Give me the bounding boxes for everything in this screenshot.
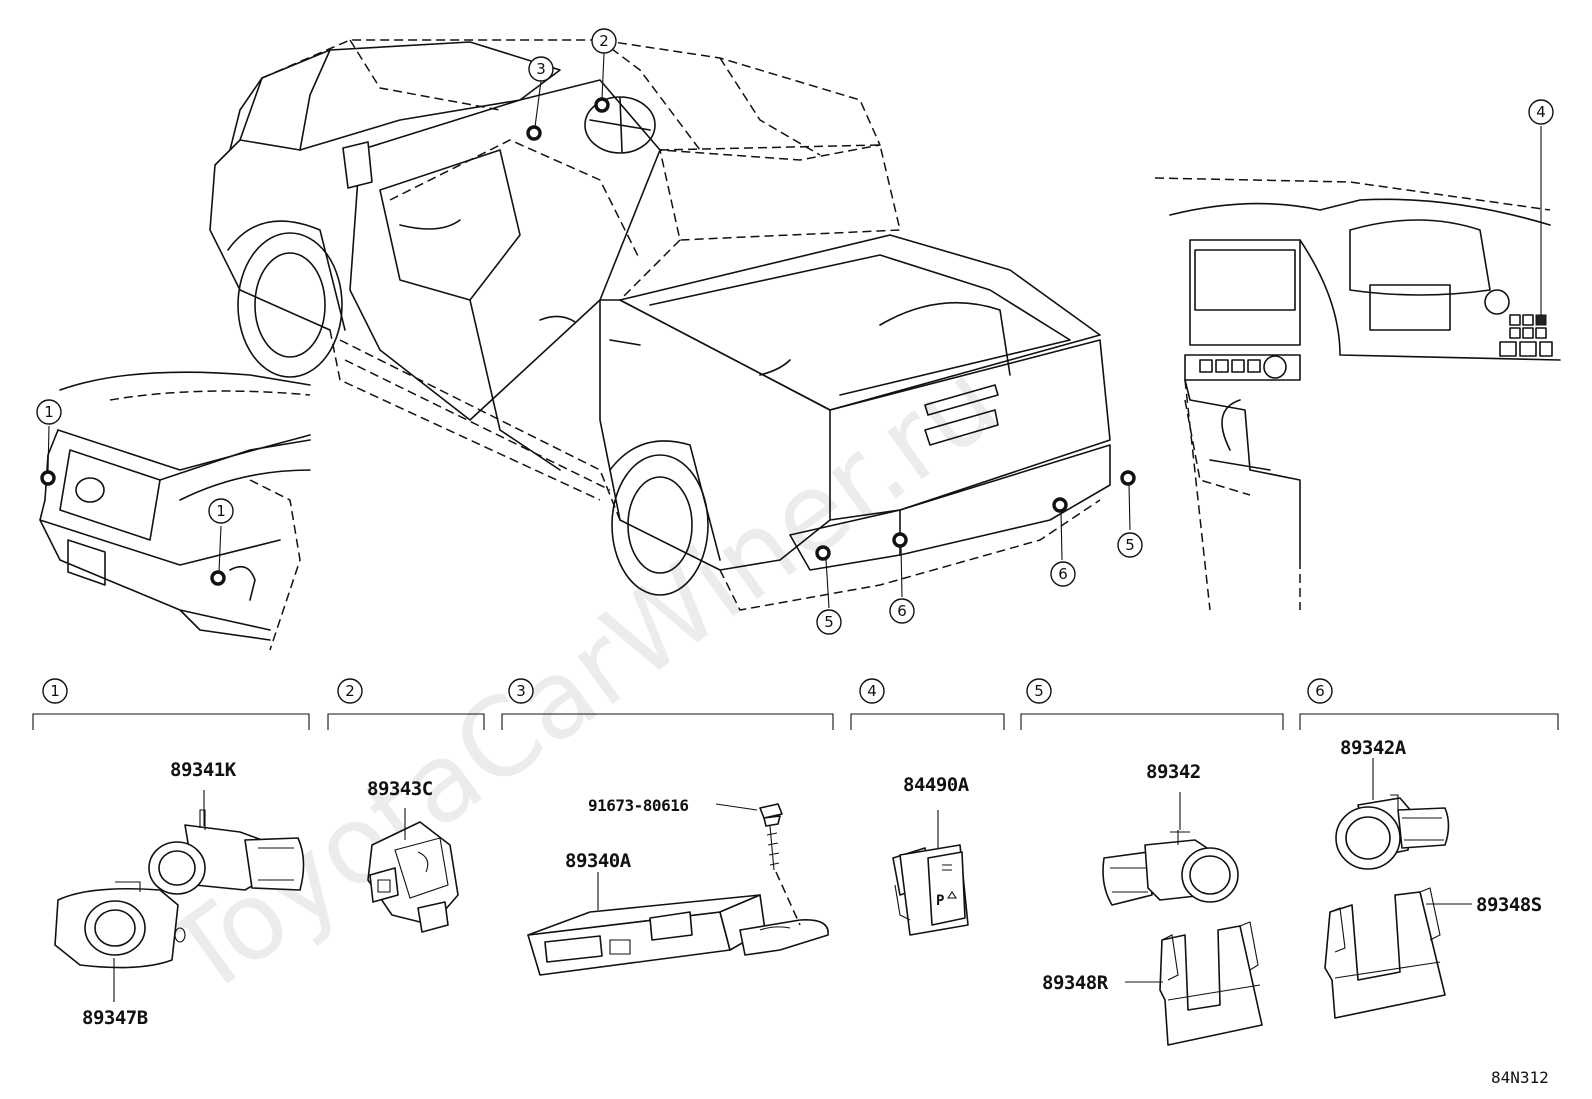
svg-text:4: 4 xyxy=(867,682,877,700)
svg-text:P: P xyxy=(936,893,944,909)
location-callout-4: 4 xyxy=(1528,99,1554,125)
part-89342-sensor xyxy=(1102,792,1239,906)
part-89347B-bezel xyxy=(54,881,186,1002)
location-callout-1b: 1 xyxy=(208,498,234,524)
location-callout-1a: 1 xyxy=(36,399,62,425)
part-84490A-switch: P xyxy=(892,810,969,936)
group-2-number: 2 xyxy=(337,678,363,704)
svg-text:6: 6 xyxy=(897,602,907,620)
label-89343C: 89343C xyxy=(367,778,433,800)
part-89342A-sensor xyxy=(1335,758,1450,870)
svg-text:3: 3 xyxy=(516,682,526,700)
part-89348R-bracket xyxy=(1125,921,1263,1046)
group-headers: 1 2 3 4 5 6 xyxy=(32,678,1559,730)
label-89348S: 89348S xyxy=(1476,894,1542,916)
group-4-bracket xyxy=(850,713,1005,730)
group-3-number: 3 xyxy=(508,678,534,704)
part-91673-80616-bolt xyxy=(715,803,801,926)
location-callout-2: 2 xyxy=(591,28,617,54)
svg-text:4: 4 xyxy=(1536,103,1546,121)
label-91673-80616: 91673-80616 xyxy=(588,796,688,815)
group-6-bracket xyxy=(1299,713,1559,730)
truck-illustration xyxy=(209,39,1111,611)
svg-text:5: 5 xyxy=(824,613,834,631)
front-bumper-inset xyxy=(39,371,311,651)
part-89348S-bracket xyxy=(1324,887,1472,1019)
part-89343C-sensor xyxy=(367,808,459,933)
group-5-number: 5 xyxy=(1026,678,1052,704)
svg-text:5: 5 xyxy=(1034,682,1044,700)
svg-text:1: 1 xyxy=(216,502,226,520)
svg-text:6: 6 xyxy=(1315,682,1325,700)
part-89340A-ecu xyxy=(527,872,829,976)
group-4-number: 4 xyxy=(859,678,885,704)
part-labels: 89341K 89347B 89343C 91673-80616 89340A … xyxy=(82,737,1542,1029)
group-2-bracket xyxy=(327,713,485,730)
svg-text:1: 1 xyxy=(50,682,60,700)
location-callout-3: 3 xyxy=(528,56,554,82)
svg-text:1: 1 xyxy=(44,403,54,421)
svg-text:2: 2 xyxy=(345,682,355,700)
svg-text:5: 5 xyxy=(1125,536,1135,554)
label-89347B: 89347B xyxy=(82,1007,148,1029)
diagram-code: 84N312 xyxy=(1491,1068,1549,1087)
dashboard-inset xyxy=(1154,126,1561,611)
location-callout-6a: 6 xyxy=(889,598,915,624)
label-89340A: 89340A xyxy=(565,850,632,872)
group-6-number: 6 xyxy=(1307,678,1333,704)
label-89341K: 89341K xyxy=(170,759,237,781)
label-89342A: 89342A xyxy=(1340,737,1407,759)
group-1-bracket xyxy=(32,713,310,730)
group-3-bracket xyxy=(501,713,834,730)
sensor-locations-main xyxy=(526,52,1136,609)
location-callout-5b: 5 xyxy=(1117,532,1143,558)
svg-text:2: 2 xyxy=(599,32,609,50)
svg-text:6: 6 xyxy=(1058,565,1068,583)
svg-text:3: 3 xyxy=(536,60,546,78)
location-callouts: 3 2 4 1 1 5 6 6 5 xyxy=(36,28,1554,635)
label-89348R: 89348R xyxy=(1042,972,1109,994)
group-5-bracket xyxy=(1020,713,1284,730)
location-callout-6b: 6 xyxy=(1050,561,1076,587)
group-1-number: 1 xyxy=(42,678,68,704)
label-89342: 89342 xyxy=(1146,761,1201,783)
part-89341K-sensor xyxy=(148,790,305,895)
location-callout-5a: 5 xyxy=(816,609,842,635)
label-84490A: 84490A xyxy=(903,774,970,796)
